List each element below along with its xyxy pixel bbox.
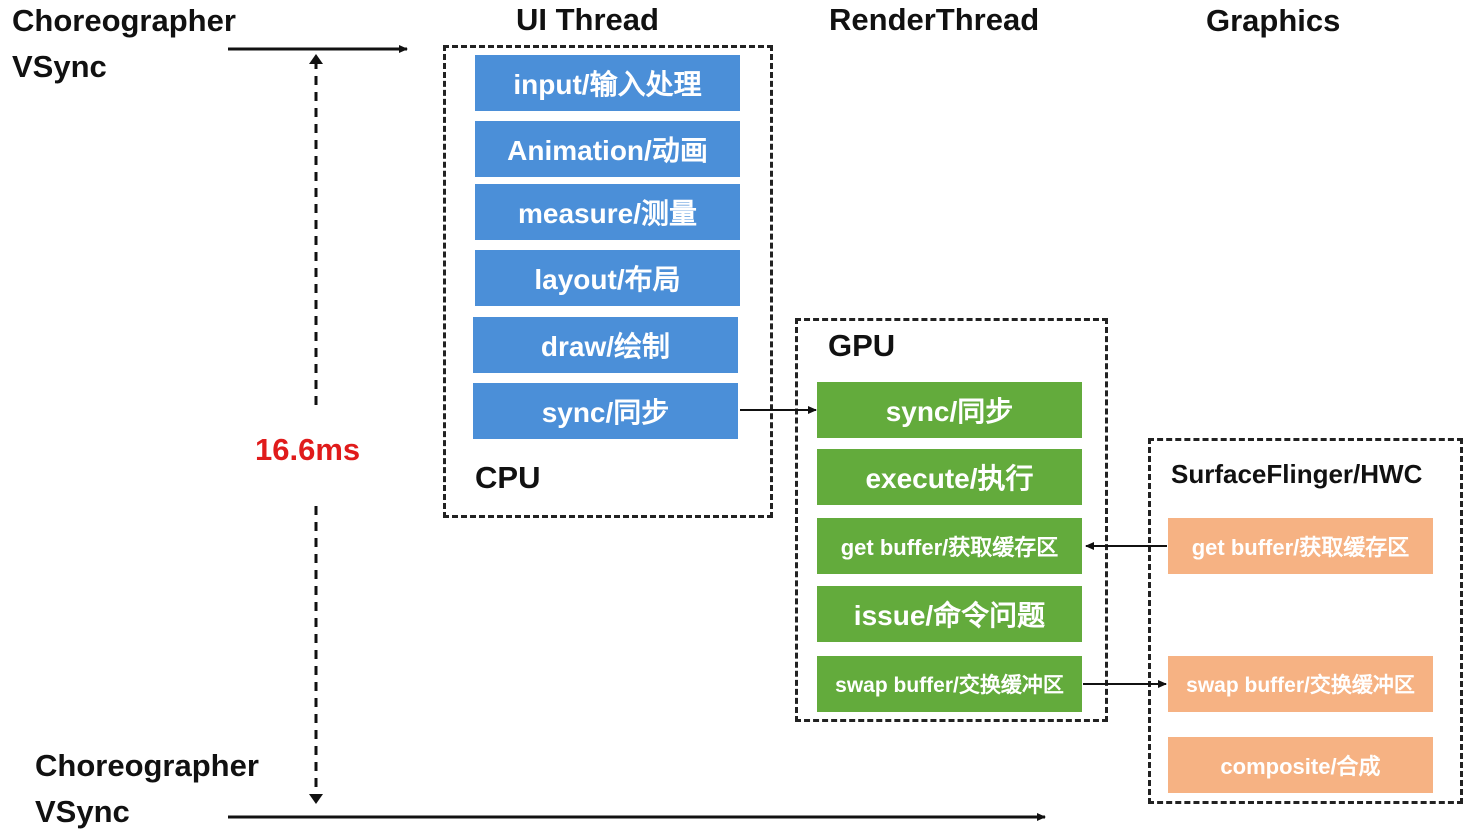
sf-step-swap-buffer: swap buffer/交换缓冲区 (1168, 656, 1433, 712)
vsync-bottom-label: Choreographer VSync (35, 743, 259, 835)
gpu-step-get-buffer: get buffer/获取缓存区 (817, 518, 1082, 574)
frame-time-label: 16.6ms (255, 432, 361, 467)
cpu-step-draw: draw/绘制 (473, 317, 738, 373)
frame-interval-head-top (309, 54, 323, 64)
frame-interval-head-bottom (309, 794, 323, 804)
cpu-step-sync: sync/同步 (473, 383, 738, 439)
cpu-step-animation: Animation/动画 (475, 121, 740, 177)
vsync-bottom-line1: Choreographer (35, 748, 259, 783)
gpu-step-execute: execute/执行 (817, 449, 1082, 505)
render-thread-header: RenderThread (829, 2, 1040, 37)
gpu-step-swap-buffer: swap buffer/交换缓冲区 (817, 656, 1082, 712)
surfaceflinger-label: SurfaceFlinger/HWC (1171, 459, 1423, 489)
ui-thread-header: UI Thread (516, 2, 659, 37)
gpu-step-issue: issue/命令问题 (817, 586, 1082, 642)
gpu-container (795, 318, 1108, 722)
sf-step-composite: composite/合成 (1168, 737, 1433, 793)
vsync-bottom-line2: VSync (35, 794, 130, 829)
vsync-top-line2: VSync (12, 49, 107, 84)
cpu-step-measure: measure/测量 (475, 184, 740, 240)
sf-step-get-buffer: get buffer/获取缓存区 (1168, 518, 1433, 574)
cpu-step-input: input/输入处理 (475, 55, 740, 111)
cpu-container (443, 45, 773, 518)
surfaceflinger-container (1148, 438, 1463, 804)
vsync-top-line1: Choreographer (12, 3, 236, 38)
gpu-label: GPU (828, 328, 896, 363)
gpu-step-sync: sync/同步 (817, 382, 1082, 438)
cpu-step-layout: layout/布局 (475, 250, 740, 306)
cpu-label: CPU (475, 460, 541, 495)
graphics-header: Graphics (1206, 3, 1341, 38)
vsync-top-label: Choreographer VSync (12, 0, 236, 90)
